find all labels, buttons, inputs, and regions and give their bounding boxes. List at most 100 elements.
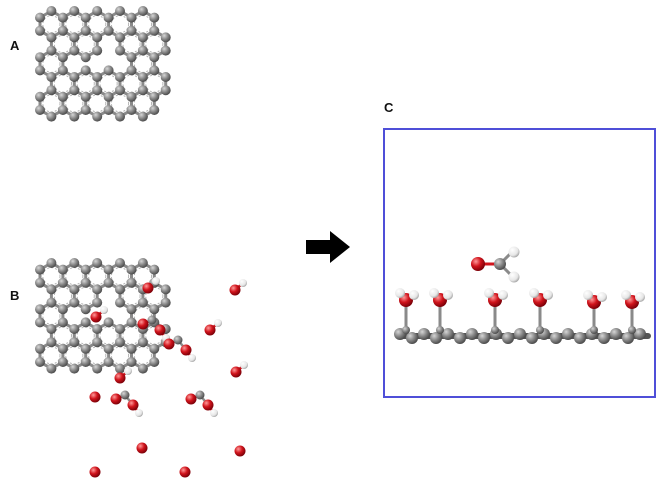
panel-b-carbon-atom: [92, 258, 103, 268]
panel-b-carbon-atom: [35, 317, 45, 328]
carboxyl-carbon-atom: [195, 390, 205, 400]
panel-b-carbon-atom: [149, 264, 160, 275]
panel-a-carbon-atom: [92, 85, 103, 96]
panel-a-carbon-atom: [35, 65, 45, 76]
panel-a-carbon-atom: [115, 45, 125, 56]
panel-b-carbon-atom: [160, 297, 171, 308]
panel-a-ring: [133, 94, 152, 113]
graphene-carbon-atom: [466, 328, 478, 340]
panel-a-ring: [42, 94, 61, 113]
panel-a-carbon-atom: [80, 65, 91, 76]
graphene-carbon-atom: [622, 332, 634, 344]
panel-b-ring: [76, 326, 95, 345]
surface-carbon-atom: [491, 326, 499, 334]
panel-a-carbon-atom: [57, 65, 68, 76]
panel-a-carbon-atom: [149, 52, 160, 63]
hydrogen-atom: [100, 306, 108, 314]
panel-a-label: A: [10, 38, 20, 53]
hydrogen-atom: [240, 361, 248, 369]
panel-a-carbon-atom: [149, 12, 160, 23]
carboxyl-carbon-atom: [147, 315, 157, 325]
panel-b-ring: [65, 267, 84, 286]
panel-a-carbon-atoms: [35, 6, 171, 122]
panel-b-carbon-atom: [57, 264, 68, 275]
panel-a-carbon-atom: [126, 25, 137, 36]
panel-a-carbon-atom: [149, 91, 160, 102]
molecule-oxygen-atom: [471, 257, 485, 271]
panel-a-ring: [53, 74, 73, 93]
carboxyl-carbon-atom: [120, 390, 130, 400]
panel-b-carbon-atom: [35, 343, 45, 354]
panel-a-carbon-atom: [57, 52, 68, 63]
panel-a-ring: [65, 94, 84, 113]
panel-a-carbon-atom: [69, 85, 80, 96]
carboxyl-oxygen-atom: [154, 324, 166, 336]
panel-b-carbon-atom: [103, 277, 114, 288]
panel-a-carbon-atom: [35, 105, 45, 115]
panel-b-carbon-atom: [46, 363, 57, 374]
panel-a-carbon-atom: [35, 12, 45, 23]
panel-b-carbon-atom: [92, 297, 103, 308]
panel-b-functionalized-graphene: B: [10, 258, 248, 478]
panel-a-carbon-atom: [35, 91, 45, 102]
panel-b-carbon-atom: [35, 277, 45, 288]
panel-a-ring: [145, 34, 164, 54]
panel-b-carbon-atom: [80, 343, 91, 354]
panel-b-carbon-atom: [46, 284, 57, 295]
molecule-carbon-atom: [494, 258, 506, 270]
panel-a-carbon-atom: [80, 25, 91, 36]
panel-a-carbon-atom: [80, 91, 91, 102]
panel-b-ring: [42, 267, 61, 286]
panel-b-carbon-atom: [57, 304, 68, 315]
panel-a-carbon-atom: [46, 45, 57, 56]
panel-b-carbon-atom: [115, 337, 125, 348]
panel-b-carbon-atom: [149, 357, 160, 367]
graphene-carbon-atom: [478, 332, 490, 344]
panel-a-carbon-atom: [137, 111, 148, 122]
graphene-carbon-atom: [610, 328, 622, 340]
panel-a-ring: [110, 94, 130, 113]
panel-a-carbon-atom: [46, 85, 57, 96]
panel-b-carbon-atom: [126, 343, 137, 354]
panel-b-carbon-atom: [126, 357, 137, 367]
panel-b-carbon-atom: [149, 343, 160, 354]
oxygen-atom: [229, 284, 241, 296]
panel-a-ring: [76, 74, 95, 93]
carboxyl-oxygen-atom: [110, 393, 122, 405]
graphene-carbon-atom: [550, 332, 562, 344]
panel-a-carbon-atom: [46, 111, 57, 122]
panel-b-carbon-atom: [160, 284, 171, 295]
panel-b-carbon-atom: [35, 357, 45, 367]
panel-a-carbon-atom: [126, 91, 137, 102]
molecule-hydrogen-atom: [508, 246, 520, 258]
panel-a-carbon-atom: [80, 105, 91, 115]
hydrogen-atom: [239, 279, 247, 287]
surface-hydrogen-atom: [529, 288, 539, 298]
panel-b-ring: [110, 267, 130, 286]
panel-a-ring: [76, 34, 95, 54]
panel-a-carbon-atom: [46, 6, 57, 16]
carboxyl-oxygen-atom: [180, 344, 192, 356]
graphene-carbon-atom: [574, 332, 586, 344]
panel-b-carbon-atom: [115, 324, 125, 334]
panel-a-ring: [122, 74, 141, 93]
panel-a-ring: [42, 54, 61, 73]
panel-a-carbon-atom: [57, 12, 68, 23]
panel-a-carbon-atom: [126, 12, 137, 23]
panel-a-carbon-atom: [115, 72, 125, 82]
carboxyl-carbon-atom: [173, 335, 183, 345]
panel-b-carbon-atom: [115, 284, 125, 295]
panel-b-ring: [133, 267, 152, 286]
surface-hydrogen-atom: [409, 290, 419, 300]
panel-b-carbon-atom: [149, 304, 160, 315]
panel-a-carbon-atom: [92, 72, 103, 82]
panel-a-carbon-atom: [69, 111, 80, 122]
panel-b-ring: [122, 286, 141, 306]
panel-b-carbon-atom: [126, 304, 137, 315]
panel-a-carbon-atom: [137, 45, 148, 56]
panel-b-carbon-atom: [35, 264, 45, 275]
hydrogen-atom: [214, 319, 222, 327]
panel-a-carbon-atom: [126, 105, 137, 115]
oxygen-atom: [204, 324, 216, 336]
